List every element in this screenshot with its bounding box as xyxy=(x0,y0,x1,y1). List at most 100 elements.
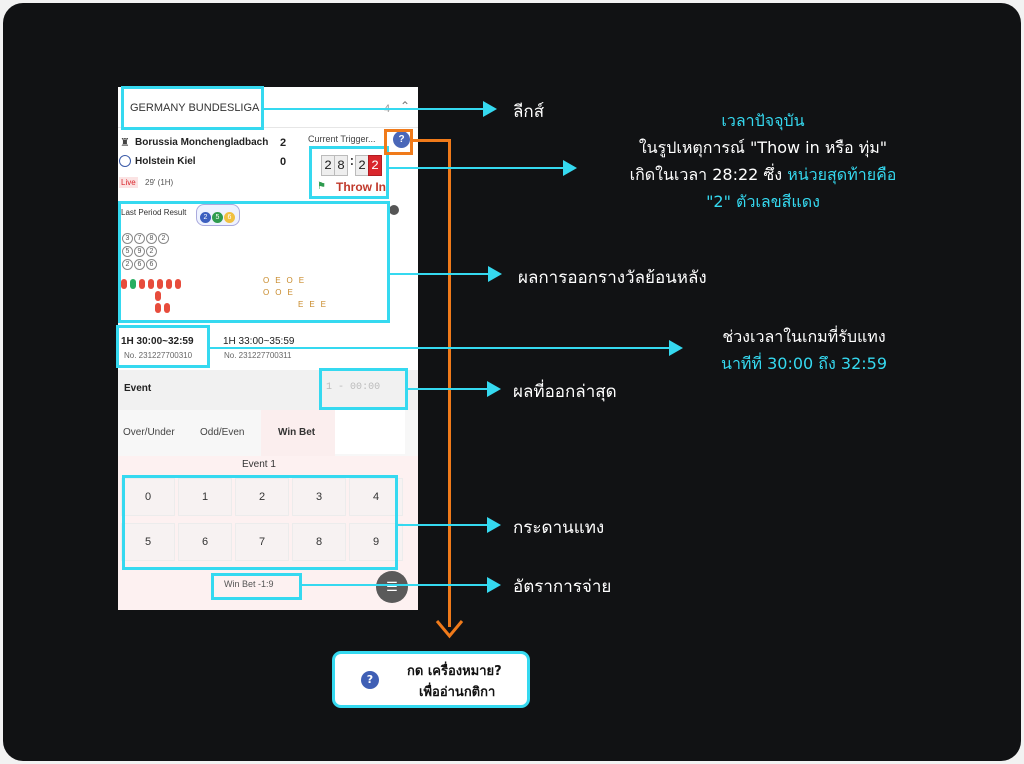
period-time[interactable]: 1H 33:00~35:59 xyxy=(223,336,295,347)
ball: 5 xyxy=(212,212,223,223)
trend-pills xyxy=(155,288,164,306)
collapse-chevron-icon[interactable]: ⌃ xyxy=(400,99,411,113)
arrow-head xyxy=(488,266,502,282)
ball: 3 xyxy=(122,233,133,244)
connector-period xyxy=(210,347,676,349)
connector-history xyxy=(390,273,495,275)
period-number: No. 231227700310 xyxy=(124,351,193,360)
help-callout-line2: เพื่ออ่านกติกา xyxy=(419,685,496,700)
bet-cell[interactable]: 1 xyxy=(178,478,232,516)
clock-digit-red: 2 xyxy=(368,155,382,176)
connector-board xyxy=(398,524,494,526)
orange-arrow-vertical xyxy=(448,139,451,627)
bet-cell[interactable]: 5 xyxy=(121,523,175,561)
connector-league xyxy=(264,108,492,110)
live-time: 29' (1H) xyxy=(145,178,174,187)
highlight-latest xyxy=(319,368,408,410)
ball: 2 xyxy=(122,259,133,270)
period-time-active[interactable]: 1H 30:00~32:59 xyxy=(121,336,194,347)
annot-current-time: เวลาปัจจุบัน ในรูปเหตุการณ์ "Thow in หรื… xyxy=(629,111,897,211)
arrow-head xyxy=(669,340,683,356)
annot-history: ผลการออกรางวัลย้อนหลัง xyxy=(518,268,707,288)
bet-cell[interactable]: 3 xyxy=(292,478,346,516)
highlight-help xyxy=(384,129,413,155)
tab-odd-even[interactable]: Odd/Even xyxy=(200,427,245,438)
team2-score: 0 xyxy=(280,156,287,168)
orange-arrow-horizontal xyxy=(413,139,451,142)
trend-marks: OOE xyxy=(263,288,299,297)
arrow-head xyxy=(487,577,501,593)
highlight-trigger xyxy=(309,146,389,199)
annot-period: ช่วงเวลาในเกมที่รับแทง นาทีที่ 30:00 ถึง… xyxy=(721,327,887,373)
highlight-period xyxy=(116,325,210,368)
highlight-payout xyxy=(211,573,302,600)
bet-cell[interactable]: 2 xyxy=(235,478,289,516)
payout-rate: Win Bet -1:9 xyxy=(224,579,274,589)
help-callout-icon: ? xyxy=(361,671,379,689)
trend-pills xyxy=(121,276,184,294)
event-row-bg xyxy=(118,370,418,410)
ball: 2 xyxy=(158,233,169,244)
annot-league: ลีกส์ xyxy=(513,102,545,122)
last-period-title: Last Period Result xyxy=(121,208,187,217)
tab-win-bet[interactable]: Win Bet xyxy=(278,427,316,438)
connector-latest xyxy=(408,388,494,390)
period-number: No. 231227700311 xyxy=(224,351,292,360)
help-icon[interactable]: ? xyxy=(393,131,410,148)
latest-result: 1 - 00:00 xyxy=(326,382,381,393)
ball: 9 xyxy=(134,246,145,257)
ball: 5 xyxy=(122,246,133,257)
win-bet-tab-active-bg xyxy=(261,410,335,456)
arrow-head xyxy=(487,381,501,397)
bet-cell[interactable]: 8 xyxy=(292,523,346,561)
trend-marks: EEE xyxy=(298,300,333,309)
bet-cell[interactable]: 6 xyxy=(178,523,232,561)
highlight-league xyxy=(121,86,264,130)
ball: 6 xyxy=(134,259,145,270)
orange-arrow-head xyxy=(435,620,464,639)
current-trigger-label: Current Trigger... xyxy=(308,134,376,144)
bet-cell[interactable]: 7 xyxy=(235,523,289,561)
team1-name: Borussia Monchengladbach xyxy=(135,137,269,148)
throw-in-icon: ⚑ xyxy=(317,181,326,192)
bet-cell[interactable]: 0 xyxy=(121,478,175,516)
team1-score: 2 xyxy=(280,137,287,149)
collapse-icon[interactable] xyxy=(389,205,399,215)
trend-marks: OEOE xyxy=(263,276,311,285)
ball: 7 xyxy=(134,233,145,244)
highlight-board xyxy=(122,475,398,570)
annot-payout: อัตราการจ่าย xyxy=(513,577,612,597)
team2-crest-icon xyxy=(119,155,131,167)
bet-cell[interactable]: 9 xyxy=(349,523,403,561)
arrow-head xyxy=(483,101,497,117)
clock-digit: 2 xyxy=(321,155,335,176)
tab-over-under[interactable]: Over/Under xyxy=(123,427,175,438)
divider xyxy=(118,127,418,128)
help-callout-line1: กด เครื่องหมาย? xyxy=(407,664,502,679)
clock-digit: 8 xyxy=(334,155,348,176)
ball: 2 xyxy=(146,246,157,257)
chat-icon[interactable]: ☰ xyxy=(376,571,408,603)
annot-board: กระดานแทง xyxy=(513,518,605,538)
annotated-screenshot: GERMANY BUNDESLIGA 4 ⌃ ♜ Borussia Monche… xyxy=(3,3,1021,761)
arrow-head xyxy=(563,160,577,176)
team1-crest-icon: ♜ xyxy=(120,137,130,149)
live-badge: Live xyxy=(119,177,138,188)
help-callout: ? กด เครื่องหมาย? เพื่ออ่านกติกา xyxy=(332,651,530,708)
league-name[interactable]: GERMANY BUNDESLIGA xyxy=(130,102,260,114)
arrow-head xyxy=(487,517,501,533)
trigger-clock: 2 8 : 2 2 xyxy=(321,154,383,176)
trend-pills xyxy=(155,300,173,318)
ball: 6 xyxy=(146,259,157,270)
event-title: Event 1 xyxy=(242,459,276,470)
bet-cell[interactable]: 4 xyxy=(349,478,403,516)
ball: 8 xyxy=(146,233,157,244)
bet-tab-blank xyxy=(335,410,405,454)
highlight-history xyxy=(118,201,390,323)
event-label: Event xyxy=(124,383,152,394)
ball: 6 xyxy=(224,212,235,223)
